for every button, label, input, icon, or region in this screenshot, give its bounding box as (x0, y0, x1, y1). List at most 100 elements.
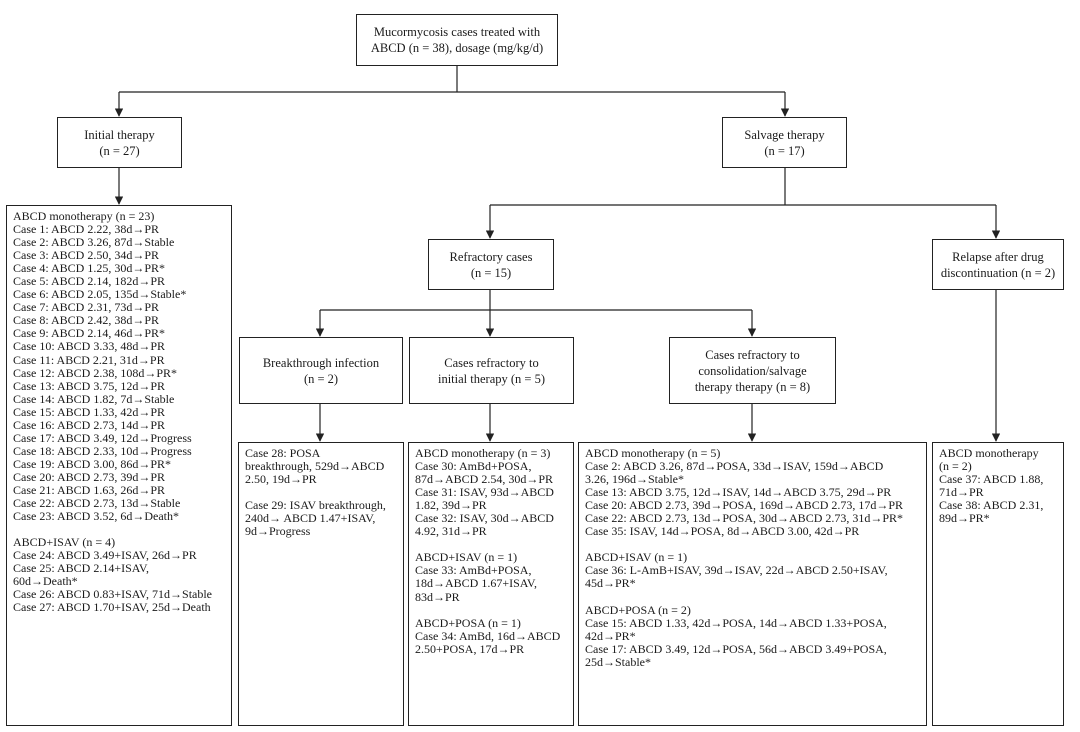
list-line: 87d→ABCD 2.54, 30d→PR (415, 472, 554, 487)
list-line: Case 33: AmBd+POSA, (415, 563, 532, 578)
list-spacer (585, 591, 921, 604)
list-line: 45d→PR* (585, 576, 636, 591)
list-line: 89d→PR* (939, 511, 990, 526)
list-line: 42d→PR* (585, 628, 636, 643)
refractory-count: (n = 15) (470, 265, 512, 280)
relapse-line1: Relapse after drug (952, 249, 1044, 264)
list-line: (n = 2) (939, 459, 972, 474)
list-line: 83d→PR (415, 589, 460, 604)
list-line: 25d→Stable* (585, 654, 651, 669)
list-line: Case 2: ABCD 3.26, 87d→POSA, 33d→ISAV, 1… (585, 459, 884, 474)
list-line: ABCD+ISAV (n = 1) (585, 550, 688, 565)
list-line: Case 12: ABCD 2.38, 108d→PR* (13, 365, 178, 380)
list-line: Case 26: ABCD 0.83+ISAV, 71d→Stable (13, 587, 213, 602)
refr-consol-line1: Cases refractory to (705, 347, 800, 362)
list-line: Case 23: ABCD 3.52, 6d→Death* (13, 509, 179, 524)
list-line: 9d→Progress (245, 524, 311, 539)
list-line: ABCD monotherapy (939, 446, 1039, 460)
list-line: 3.26, 196d→Stable* (585, 472, 684, 487)
refractory-cases-node: Refractory cases (n = 15) (428, 239, 554, 290)
list-line: Case 4: ABCD 1.25, 30d→PR* (13, 261, 166, 276)
list-line: Case 2: ABCD 3.26, 87d→Stable (13, 235, 175, 250)
list-line: ABCD monotherapy (n = 3) (415, 446, 551, 460)
refractory-initial-case-list: ABCD monotherapy (n = 3)Case 30: AmBd+PO… (408, 442, 574, 726)
salvage-therapy-node: Salvage therapy (n = 17) (722, 117, 847, 168)
list-line: Case 35: ISAV, 14d→POSA, 8d→ABCD 3.00, 4… (585, 524, 860, 539)
list-line: ABCD+POSA (n = 1) (415, 615, 521, 630)
list-line: 71d→PR (939, 485, 984, 500)
breakthrough-title: Breakthrough infection (262, 355, 380, 370)
list-line: Case 14: ABCD 1.82, 7d→Stable (13, 391, 175, 406)
list-line: Case 38: ABCD 2.31, (939, 498, 1044, 513)
list-line: Case 17: ABCD 3.49, 12d→POSA, 56d→ABCD 3… (585, 641, 887, 656)
list-line: 4.92, 31d→PR (415, 524, 487, 539)
list-line: 18d→ABCD 1.67+ISAV, (415, 576, 538, 591)
list-line: ABCD+ISAV (n = 4) (13, 535, 116, 550)
list-line: 2.50+POSA, 17d→PR (415, 641, 525, 656)
list-line: Case 15: ABCD 1.33, 42d→PR (13, 404, 166, 419)
list-line: 1.82, 39d→PR (415, 498, 487, 513)
root-line1: Mucormycosis cases treated with (373, 25, 541, 39)
refr-initial-line1: Cases refractory to (444, 355, 539, 370)
list-line: ABCD monotherapy (n = 5) (585, 446, 721, 460)
list-line: Case 20: ABCD 2.73, 39d→PR (13, 469, 166, 484)
list-line: Case 22: ABCD 2.73, 13d→Stable (13, 496, 181, 511)
list-line: Case 16: ABCD 2.73, 14d→PR (13, 417, 166, 432)
salvage-therapy-title: Salvage therapy (744, 127, 825, 142)
list-line: Case 3: ABCD 2.50, 34d→PR (13, 248, 160, 263)
list-line: Case 8: ABCD 2.42, 38d→PR (13, 313, 160, 328)
list-line: Case 15: ABCD 1.33, 42d→POSA, 14d→ABCD 1… (585, 615, 887, 630)
list-line: ABCD+ISAV (n = 1) (415, 550, 518, 565)
list-line: 2.50, 19d→PR (245, 472, 317, 487)
list-line: Case 28: POSA (245, 446, 321, 460)
list-line: Case 24: ABCD 3.49+ISAV, 26d→PR (13, 548, 197, 563)
list-line: ABCD+POSA (n = 2) (585, 602, 691, 617)
refractory-title: Refractory cases (449, 249, 533, 264)
list-line: Case 30: AmBd+POSA, (415, 459, 532, 474)
list-line: Case 32: ISAV, 30d→ABCD (415, 511, 554, 526)
refr-initial-line2: initial therapy (n = 5) (437, 371, 546, 386)
list-line: Case 27: ABCD 1.70+ISAV, 25d→Death (13, 600, 211, 615)
initial-therapy-node: Initial therapy (n = 27) (57, 117, 182, 168)
root-line2: ABCD (n = 38), dosage (mg/kg/d) (370, 41, 544, 55)
list-line: Case 19: ABCD 3.00, 86d→PR* (13, 456, 172, 471)
list-line: Case 13: ABCD 3.75, 12d→ISAV, 14d→ABCD 3… (585, 485, 892, 500)
initial-therapy-case-list: ABCD monotherapy (n = 23)Case 1: ABCD 2.… (6, 205, 232, 726)
list-line: Case 21: ABCD 1.63, 26d→PR (13, 482, 166, 497)
list-line: 60d→Death* (13, 574, 78, 589)
list-line: Case 18: ABCD 2.33, 10d→Progress (13, 443, 192, 458)
list-line: Case 17: ABCD 3.49, 12d→Progress (13, 430, 192, 445)
salvage-therapy-count: (n = 17) (764, 143, 805, 158)
list-line: Case 5: ABCD 2.14, 182d→PR (13, 274, 166, 289)
list-line: ABCD monotherapy (n = 23) (13, 209, 155, 223)
relapse-line2: discontinuation (n = 2) (940, 265, 1056, 280)
list-line: Case 6: ABCD 2.05, 135d→Stable* (13, 287, 187, 302)
list-line: Case 37: ABCD 1.88, (939, 472, 1044, 487)
breakthrough-node: Breakthrough infection (n = 2) (239, 337, 403, 404)
refractory-consolidation-node: Cases refractory to consolidation/salvag… (669, 337, 836, 404)
list-line: Case 25: ABCD 2.14+ISAV, (13, 561, 150, 576)
root-node: Mucormycosis cases treated with ABCD (n … (356, 14, 558, 66)
refractory-consolidation-case-list: ABCD monotherapy (n = 5)Case 2: ABCD 3.2… (578, 442, 927, 726)
list-line: Case 20: ABCD 2.73, 39d→POSA, 169d→ABCD … (585, 498, 904, 513)
initial-therapy-count: (n = 27) (99, 143, 140, 158)
list-line: Case 36: L-AmB+ISAV, 39d→ISAV, 22d→ABCD … (585, 563, 888, 578)
initial-therapy-title: Initial therapy (84, 127, 155, 142)
list-line: Case 1: ABCD 2.22, 38d→PR (13, 222, 160, 237)
list-line: Case 9: ABCD 2.14, 46d→PR* (13, 326, 166, 341)
refractory-initial-node: Cases refractory to initial therapy (n =… (409, 337, 574, 404)
list-line: Case 7: ABCD 2.31, 73d→PR (13, 300, 160, 315)
relapse-node: Relapse after drug discontinuation (n = … (932, 239, 1064, 290)
list-line: breakthrough, 529d→ABCD (245, 459, 385, 474)
list-line: Case 11: ABCD 2.21, 31d→PR (13, 352, 165, 367)
list-spacer (415, 604, 568, 617)
refr-consol-line3: therapy therapy (n = 8) (694, 379, 811, 394)
list-line: 240d→ ABCD 1.47+ISAV, (245, 511, 376, 526)
list-line: Case 31: ISAV, 93d→ABCD (415, 485, 554, 500)
list-line: Case 34: AmBd, 16d→ABCD (415, 628, 561, 643)
list-line: Case 10: ABCD 3.33, 48d→PR (13, 339, 166, 354)
list-line: Case 29: ISAV breakthrough, (245, 498, 386, 513)
relapse-case-list: ABCD monotherapy(n = 2)Case 37: ABCD 1.8… (932, 442, 1064, 726)
